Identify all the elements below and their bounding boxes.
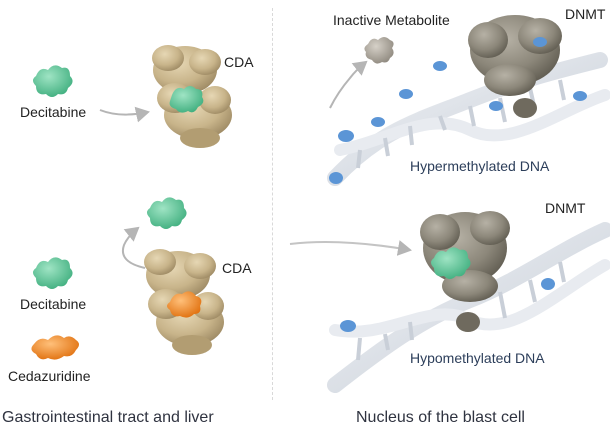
cda-enzyme-top: [152, 45, 232, 148]
methyl-groups-top: [329, 37, 587, 184]
cedazuridine-label: Cedazuridine: [8, 368, 91, 384]
arrow-decitabine-to-nucleus: [289, 240, 412, 256]
cedazuridine-molecule: [31, 335, 79, 360]
hypomethylated-dna-label: Hypomethylated DNA: [410, 350, 545, 366]
cda-label-top: CDA: [224, 54, 254, 70]
dnmt-enzyme-bottom: [420, 211, 510, 332]
decitabine-trapped-dnmt: [431, 247, 471, 279]
panel-divider: [272, 8, 273, 400]
caption-blast-cell-nucleus: Nucleus of the blast cell: [356, 409, 525, 426]
hypermethylated-dna-label: Hypermethylated DNA: [410, 158, 550, 174]
inactive-metabolite-molecule: [364, 37, 394, 64]
dna-helix-top: [327, 52, 610, 186]
cedazuridine-bound-cda: [167, 291, 202, 318]
decitabine-bound-cda-top: [169, 86, 204, 113]
dnmt-enzyme-top: [468, 15, 562, 118]
cda-label-bottom: CDA: [222, 260, 252, 276]
decitabine-label-bottom: Decitabine: [20, 296, 87, 312]
dnmt-label-top: DNMT: [565, 6, 606, 22]
inactive-metabolite-label: Inactive Metabolite: [333, 12, 450, 28]
decitabine-molecule-top: [33, 65, 73, 97]
dnmt-label-bottom: DNMT: [545, 200, 586, 216]
decitabine-released-molecule: [147, 197, 187, 229]
decitabine-molecule-bottom: [33, 257, 73, 289]
arrow-to-inactive-metabolite: [329, 60, 368, 109]
decitabine-label-top: Decitabine: [20, 104, 87, 120]
arrow-cda-to-free-decitabine: [122, 226, 146, 269]
arrow-decitabine-to-cda-top: [99, 106, 150, 123]
methyl-groups-bottom: [340, 278, 555, 332]
caption-gi-tract-liver: Gastrointestinal tract and liver: [2, 409, 214, 426]
